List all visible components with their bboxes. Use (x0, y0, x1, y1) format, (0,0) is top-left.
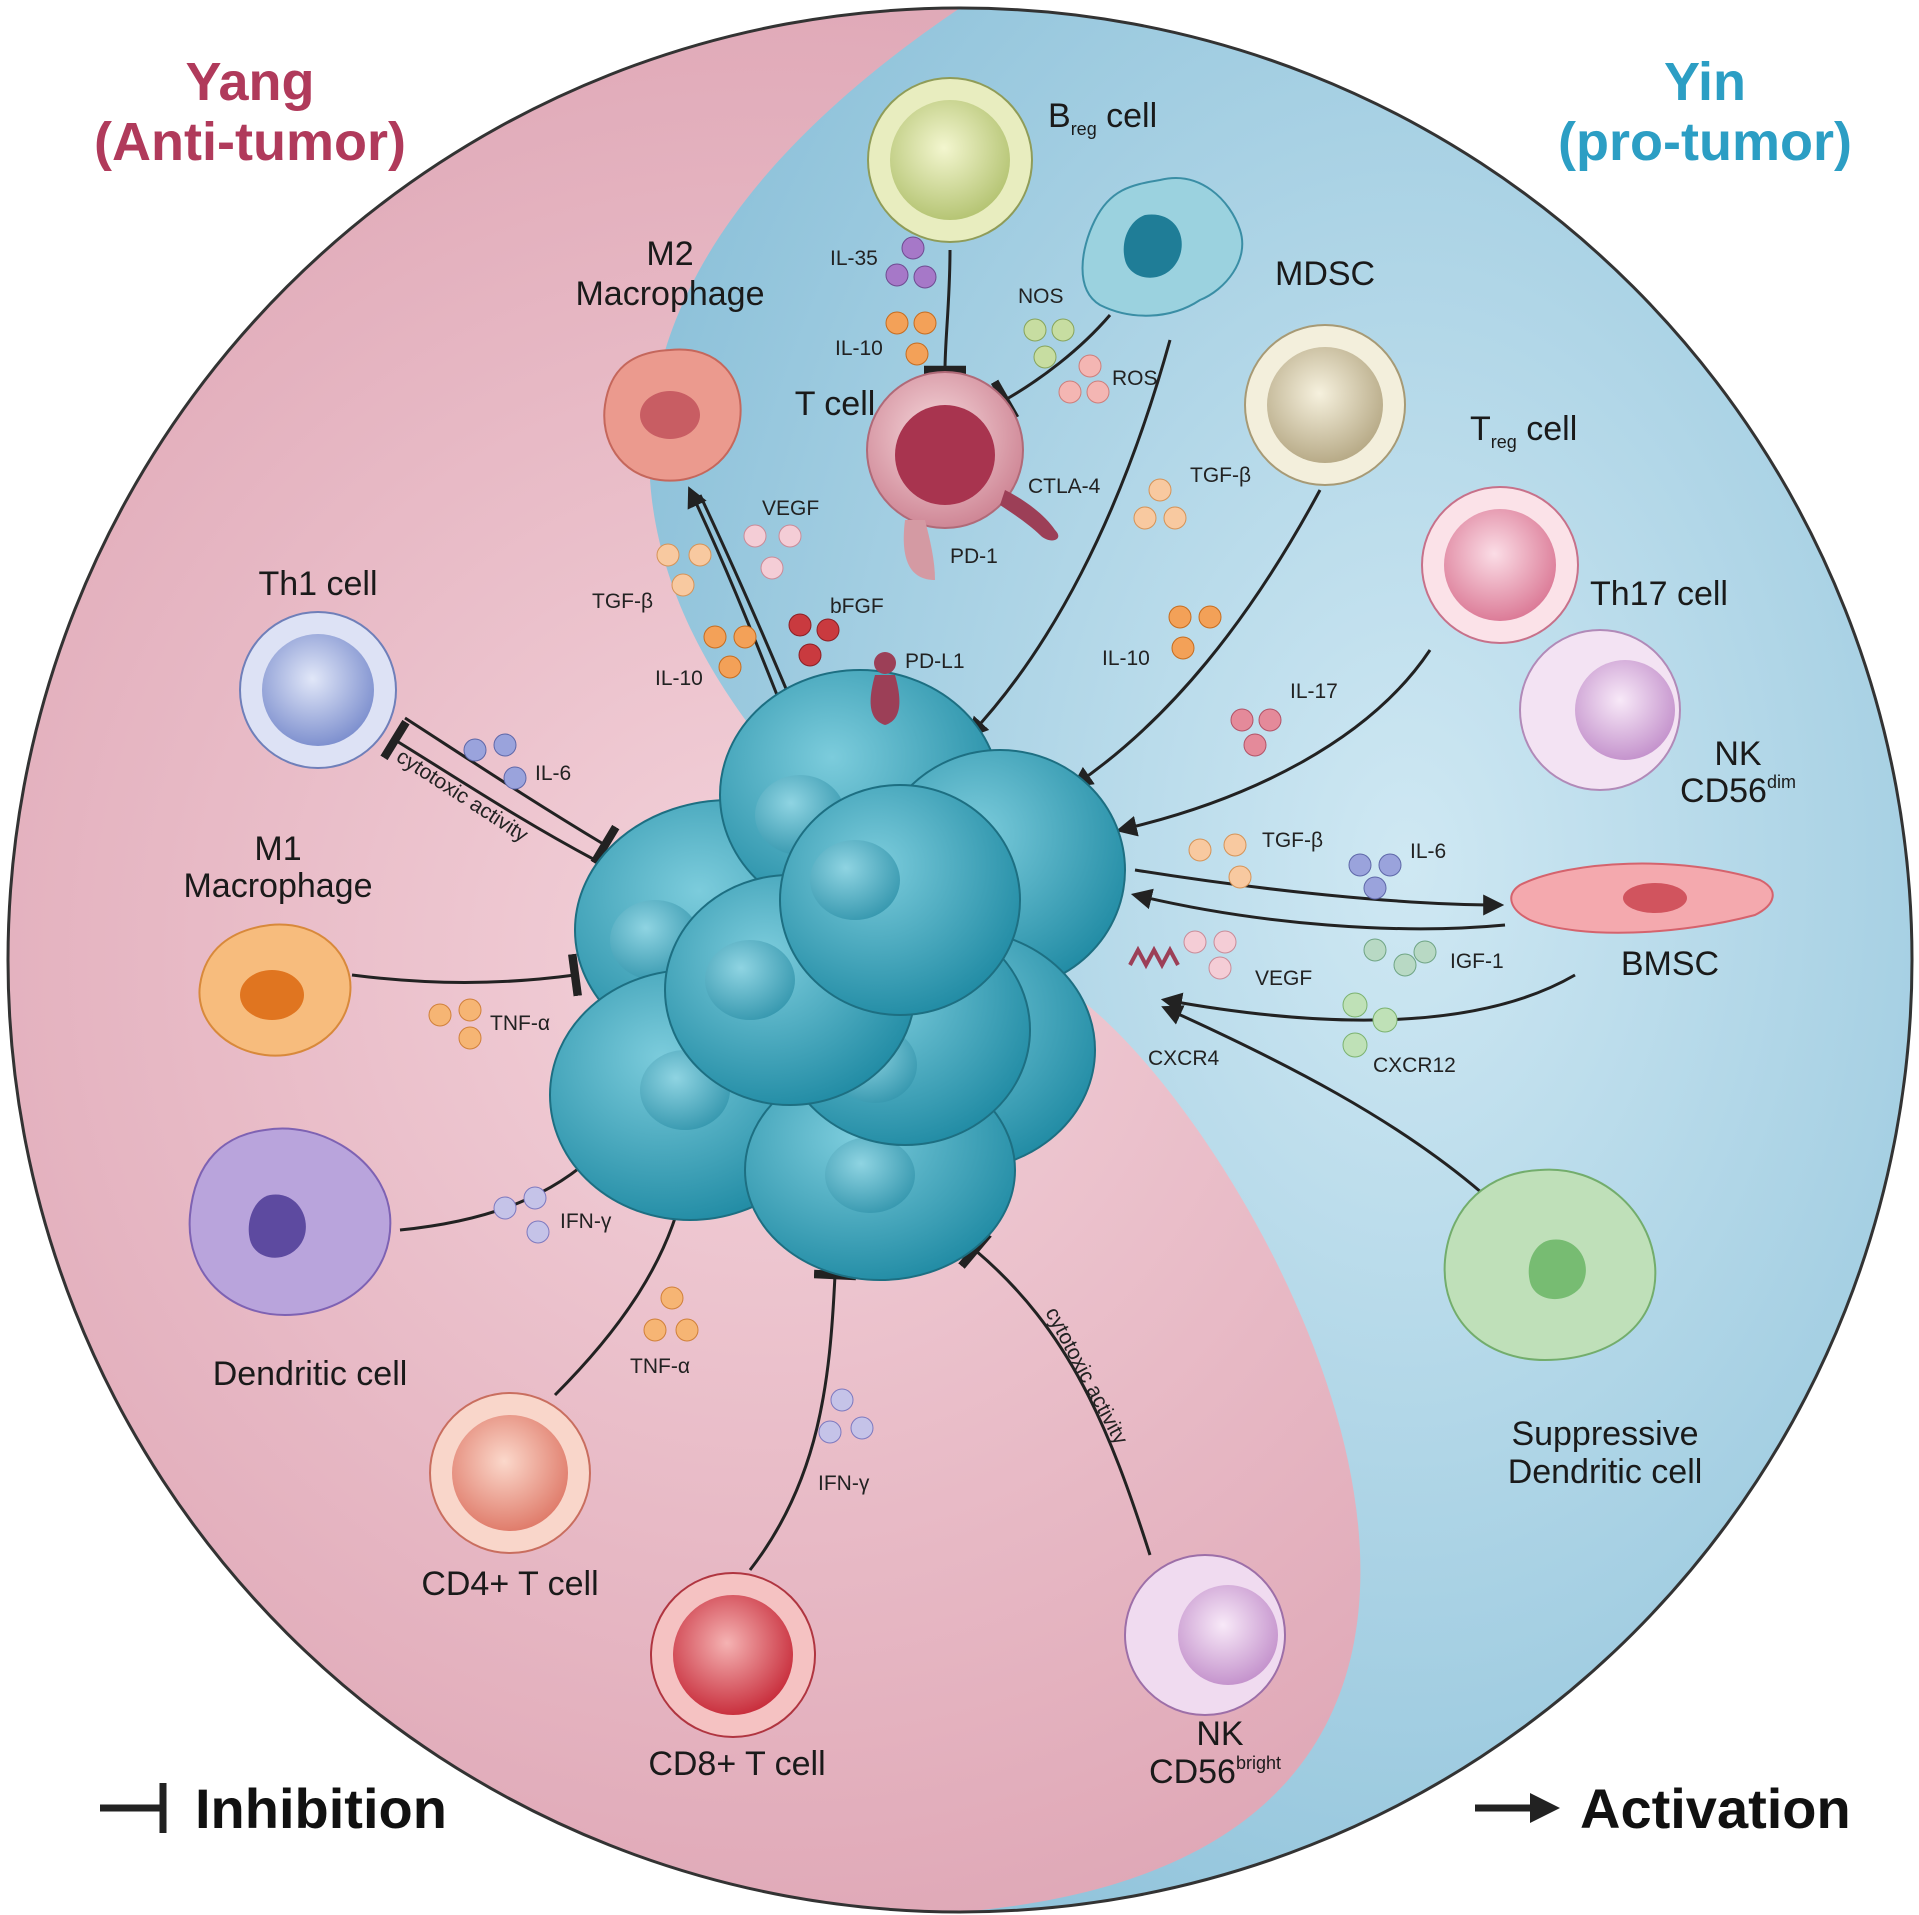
arrow-mdsc-to-tumor (967, 339, 1172, 739)
arrow-treg-to-tumor (1071, 489, 1322, 788)
bmsc-cell (1510, 862, 1774, 934)
suppressive-dendritic-cell (1443, 1168, 1657, 1362)
inhibit-nk-bright-to-tumor (958, 1231, 1152, 1556)
activation-label: Activation (1580, 1777, 1851, 1840)
m1-macrophage-label-2: Macrophage (183, 867, 372, 905)
yin-title: Yin (1664, 52, 1746, 112)
activation-legend: Activation (1475, 1777, 1851, 1840)
cytokine-beads (428, 236, 1437, 1444)
m1-macrophage-cell (198, 923, 352, 1057)
yin-subtitle: (pro-tumor) (1558, 112, 1852, 172)
il-10-m2-label: IL-10 (655, 667, 703, 690)
arrow-tumor-to-bmsc (1134, 868, 1505, 916)
inhibit-th1-line-1 (404, 716, 620, 866)
cxcr4-receptor-icon (1128, 945, 1180, 970)
vegf-m2-label: VEGF (762, 497, 819, 520)
tgf-b-bmsc-label: TGF-β (1262, 829, 1323, 852)
cxcr12-label: CXCR12 (1373, 1054, 1456, 1077)
tnf-a-cd4-label: TNF-α (630, 1355, 690, 1378)
ctla-4-label: CTLA-4 (1028, 475, 1101, 498)
inhibition-label: Inhibition (195, 1777, 447, 1840)
arrow-tumor-to-m2 (687, 486, 787, 716)
pd-l1-receptor-icon (870, 675, 900, 725)
nk-cd56bright-cell (1124, 1554, 1286, 1716)
t-cell (866, 371, 1024, 529)
inhibit-m1-to-tumor (351, 953, 582, 997)
arrow-bmsc-to-tumor (1130, 888, 1506, 931)
m2-macrophage-cell (603, 348, 742, 482)
vegf-bmsc-label: VEGF (1255, 967, 1312, 990)
dendritic-cell-label: Dendritic cell (213, 1355, 408, 1393)
suppressive-dc-label-1: Suppressive (1511, 1415, 1698, 1453)
m2-macrophage-label-1: M2 (646, 235, 693, 273)
mdsc-label: MDSC (1275, 255, 1375, 293)
inhibit-cd8-to-tumor (748, 1269, 857, 1571)
il-10-treg-label: IL-10 (1102, 647, 1150, 670)
breg-cell (867, 77, 1033, 243)
m2-macrophage-label-2: Macrophage (575, 275, 764, 313)
outer-circle-border (6, 6, 1914, 1914)
nk-bright-label-2: CD56bright (1149, 1753, 1281, 1791)
cd8-t-cell-label: CD8+ T cell (648, 1745, 825, 1783)
bfgf-label: bFGF (830, 595, 884, 618)
ifn-g-cd8-label: IFN-γ (818, 1472, 870, 1495)
th17-cell-label: Th17 cell (1590, 575, 1728, 613)
suppressive-dc-label-2: Dendritic cell (1508, 1453, 1703, 1491)
inhibit-breg-to-tcell (923, 249, 967, 375)
yang-title: Yang (185, 52, 314, 112)
cxcr4-label: CXCR4 (1148, 1047, 1220, 1070)
th17-cell (1421, 486, 1579, 644)
nos-label: NOS (1018, 285, 1064, 308)
il-17-label: IL-17 (1290, 680, 1338, 703)
tumor-cell-cluster (549, 669, 1126, 1281)
tgf-b-m2-label: TGF-β (592, 590, 653, 613)
ctla-4-receptor-icon (1000, 490, 1059, 541)
pd-l1-tip (874, 652, 896, 674)
tgf-b-mdsc-label: TGF-β (1190, 464, 1251, 487)
pd-l1-label: PD-L1 (905, 650, 965, 673)
dendritic-cell (188, 1127, 392, 1317)
inhibit-th1-line-2 (380, 719, 596, 862)
th1-cell-label: Th1 cell (258, 565, 377, 603)
mdsc-cell (1081, 177, 1244, 317)
bmsc-label: BMSC (1621, 945, 1719, 983)
treg-cell-label: Treg cell (1470, 410, 1577, 452)
arrow-suppressive-dc-to-tumor (1161, 1005, 1491, 1202)
cd8-t-cell (650, 1572, 816, 1738)
th1-cell (239, 611, 397, 769)
il-6-bmsc-label: IL-6 (1410, 840, 1446, 863)
inhibition-legend: Inhibition (100, 1777, 447, 1840)
ros-label: ROS (1112, 367, 1158, 390)
treg-cell (1244, 324, 1406, 486)
igf-1-label: IGF-1 (1450, 950, 1504, 973)
pd-1-label: PD-1 (950, 545, 998, 568)
cd4-t-cell-label: CD4+ T cell (421, 1565, 598, 1603)
inhibit-mdsc-to-tcell (990, 314, 1112, 421)
yang-subtitle: (Anti-tumor) (94, 112, 406, 172)
nk-bright-label-1: NK (1196, 1715, 1244, 1753)
tnf-a-m1-label: TNF-α (490, 1012, 550, 1035)
breg-cell-label: Breg cell (1048, 97, 1157, 139)
nk-dim-label-2: CD56dim (1680, 772, 1796, 810)
nk-dim-label-1: NK (1714, 735, 1762, 773)
il-35-label: IL-35 (830, 247, 878, 270)
il-6-th1-label: IL-6 (535, 762, 571, 785)
pd-1-receptor-icon (903, 520, 935, 580)
cd4-t-cell (429, 1392, 591, 1554)
il-10-top-label: IL-10 (835, 337, 883, 360)
t-cell-label: T cell (795, 385, 876, 423)
m1-macrophage-label-1: M1 (254, 830, 301, 868)
nk-cd56dim-cell (1519, 629, 1681, 791)
ifn-g-dc-label: IFN-γ (560, 1210, 612, 1233)
arrow-th17-to-tumor (1115, 649, 1432, 837)
